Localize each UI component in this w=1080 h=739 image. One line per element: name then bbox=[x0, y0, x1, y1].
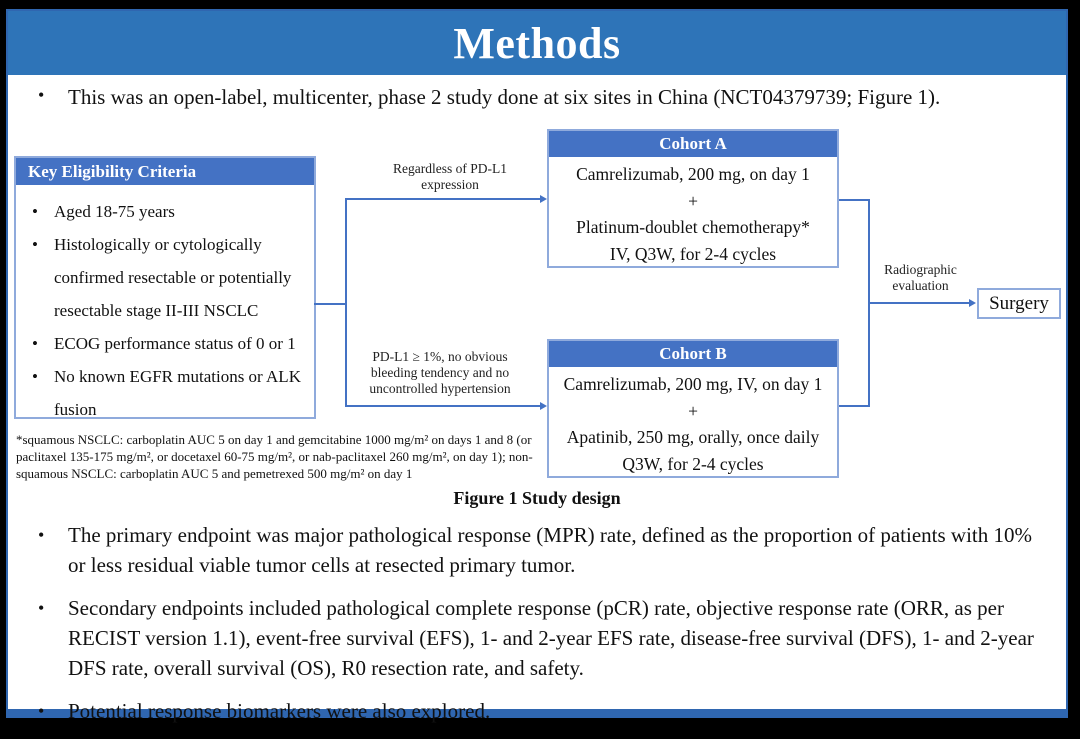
surgery-label: Surgery bbox=[989, 292, 1049, 314]
eligibility-box: Key Eligibility Criteria Aged 18-75 year… bbox=[14, 156, 316, 419]
flow-line bbox=[839, 405, 870, 407]
flow-line bbox=[839, 199, 870, 201]
arrow-right-icon bbox=[540, 402, 547, 410]
page-title: Methods bbox=[453, 18, 621, 68]
biomarkers-text: Potential response biomarkers were also … bbox=[68, 699, 491, 723]
list-item: • The primary endpoint was major patholo… bbox=[38, 520, 1050, 580]
top-branch-label: Regardless of PD-L1 expression bbox=[393, 161, 507, 192]
eligibility-item: Aged 18-75 years bbox=[24, 195, 306, 228]
cohort-a-box: Cohort A Camrelizumab, 200 mg, on day 1 … bbox=[547, 129, 839, 268]
cohort-a-body: Camrelizumab, 200 mg, on day 1 + Platinu… bbox=[576, 164, 810, 264]
intro-bullet: • This was an open-label, multicenter, p… bbox=[38, 85, 1052, 110]
cohort-b-box: Cohort B Camrelizumab, 200 mg, IV, on da… bbox=[547, 339, 839, 478]
surgery-box: Surgery bbox=[977, 288, 1061, 319]
chemo-footnote: *squamous NSCLC: carboplatin AUC 5 on da… bbox=[16, 432, 533, 481]
title-banner: Methods bbox=[8, 11, 1066, 75]
flow-line bbox=[314, 303, 347, 305]
arrow-right-icon bbox=[969, 299, 976, 307]
secondary-endpoints-text: Secondary endpoints included pathologica… bbox=[68, 596, 1034, 680]
arrow-right-icon bbox=[540, 195, 547, 203]
bullet-icon: • bbox=[38, 85, 45, 105]
bullet-icon: • bbox=[38, 701, 45, 721]
list-item: • Potential response biomarkers were als… bbox=[38, 696, 1050, 726]
cohort-b-body: Camrelizumab, 200 mg, IV, on day 1 + Apa… bbox=[563, 374, 823, 474]
primary-endpoint-text: The primary endpoint was major pathologi… bbox=[68, 523, 1033, 577]
bottom-branch-label: PD-L1 ≥ 1%, no obvious bleeding tendency… bbox=[369, 349, 511, 396]
flow-line bbox=[868, 302, 970, 304]
radiographic-label: Radiographic evaluation bbox=[884, 262, 957, 293]
flow-line bbox=[345, 198, 347, 407]
eligibility-header: Key Eligibility Criteria bbox=[16, 158, 314, 185]
eligibility-item: No known EGFR mutations or ALK fusion bbox=[24, 360, 306, 426]
eligibility-item: ECOG performance status of 0 or 1 bbox=[24, 327, 306, 360]
cohort-a-header: Cohort A bbox=[549, 131, 837, 157]
endpoint-bullets: • The primary endpoint was major patholo… bbox=[38, 520, 1050, 739]
bullet-icon: • bbox=[38, 598, 45, 618]
methods-slide: Methods • This was an open-label, multic… bbox=[6, 9, 1068, 723]
eligibility-list: Aged 18-75 years Histologically or cytol… bbox=[24, 195, 306, 426]
flow-line bbox=[345, 405, 541, 407]
bullet-icon: • bbox=[38, 525, 45, 545]
figure-caption: Figure 1 Study design bbox=[453, 488, 621, 508]
intro-bullet-text: This was an open-label, multicenter, pha… bbox=[68, 85, 941, 109]
flow-line bbox=[345, 198, 541, 200]
cohort-b-header: Cohort B bbox=[549, 341, 837, 367]
eligibility-item: Histologically or cytologically confirme… bbox=[24, 228, 306, 327]
list-item: • Secondary endpoints included pathologi… bbox=[38, 593, 1050, 683]
